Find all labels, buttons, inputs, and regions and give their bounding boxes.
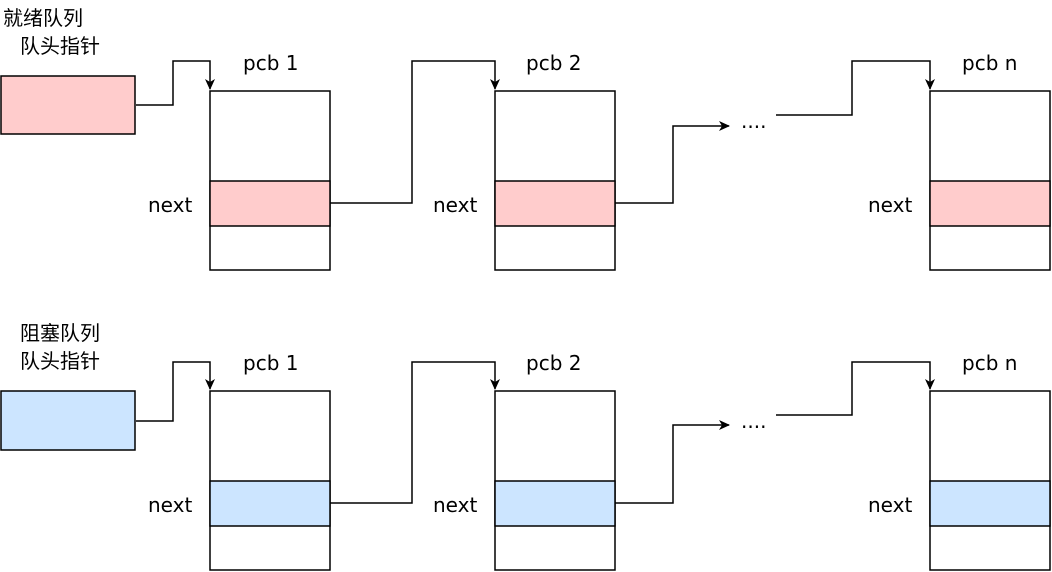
ready-head-to-pcb1-arrow bbox=[136, 60, 215, 106]
ready-pcb2-title: pcb 2 bbox=[526, 51, 581, 75]
ready-pcbn-next-label: next bbox=[868, 193, 912, 217]
blocked-pcb1-next-label: next bbox=[148, 493, 192, 517]
ready-pcbn-next-field bbox=[929, 180, 1051, 227]
ready-queue-head-pointer bbox=[0, 75, 136, 135]
ready-ellipsis-to-pcbn-arrow bbox=[776, 60, 935, 116]
ready-ellipsis: .... bbox=[741, 109, 766, 133]
blocked-queue-row: 阻塞队列 队头指针 pcb 1 next pcb 2 next .... pcb… bbox=[0, 321, 1051, 571]
ready-queue-label-line2: 队头指针 bbox=[20, 34, 100, 58]
ready-pcbn-title: pcb n bbox=[962, 51, 1017, 75]
blocked-ellipsis-to-pcbn-arrow bbox=[776, 361, 935, 416]
ready-queue-label-line1: 就绪队列 bbox=[3, 6, 83, 30]
blocked-pcbn-next-label: next bbox=[868, 493, 912, 517]
blocked-pcbn-next-field bbox=[929, 480, 1051, 527]
blocked-head-to-pcb1-arrow bbox=[136, 361, 215, 422]
blocked-queue-label-line2: 队头指针 bbox=[20, 349, 100, 373]
blocked-queue-label-line1: 阻塞队列 bbox=[20, 321, 100, 345]
ready-queue-row: 就绪队列 队头指针 pcb 1 next pcb 2 next .... pcb… bbox=[0, 6, 1051, 271]
blocked-pcb1-title: pcb 1 bbox=[243, 351, 298, 375]
ready-pcb2-next-label: next bbox=[433, 193, 477, 217]
blocked-pcb2-title: pcb 2 bbox=[526, 351, 581, 375]
ready-pcb2-next-field bbox=[494, 180, 616, 227]
blocked-pcb2-next-field bbox=[494, 480, 616, 527]
blocked-pcbn-title: pcb n bbox=[962, 351, 1017, 375]
ready-pcb1-to-pcb2-arrow bbox=[330, 60, 500, 204]
ready-pcb1-next-field bbox=[209, 180, 331, 227]
blocked-queue-head-pointer bbox=[0, 390, 136, 451]
blocked-pcb1-to-pcb2-arrow bbox=[330, 361, 500, 504]
blocked-pcb2-to-ellipsis-arrow bbox=[615, 420, 730, 504]
blocked-ellipsis: .... bbox=[741, 409, 766, 433]
blocked-pcb1-next-field bbox=[209, 480, 331, 527]
ready-pcb1-next-label: next bbox=[148, 193, 192, 217]
ready-pcb2-to-ellipsis-arrow bbox=[615, 121, 730, 204]
ready-pcb1-title: pcb 1 bbox=[243, 51, 298, 75]
blocked-pcb2-next-label: next bbox=[433, 493, 477, 517]
